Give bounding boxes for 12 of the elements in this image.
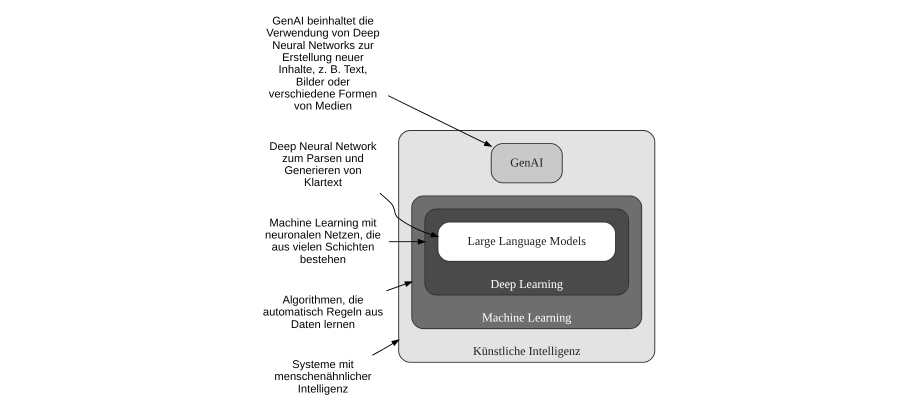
arrow — [388, 238, 426, 245]
arrow — [379, 192, 440, 238]
node-text: Systeme mit menschenähnlicher Intelligenz — [274, 358, 372, 396]
node-text: Deep Neural Network zum Parsen und Generieren von Klartext — [269, 140, 377, 190]
node-text: GenAI beinhaltet die Verwendung von Deep Neural Networks zur Erstellung neuer Inhalte, z. B. Text, Bilder oder verschiedene Formen von Medien — [266, 16, 380, 113]
node-text: Machine Learning mit neuronalen Netzen, die aus vielen Schichten bestehen — [265, 217, 381, 266]
node-box: GenAI — [490, 143, 563, 184]
node-text: Algorithmen, die automatisch Regeln aus Daten lernen — [262, 294, 384, 331]
arrow — [372, 339, 400, 356]
arrow — [386, 281, 414, 292]
node-box: Large Language Models — [437, 222, 616, 262]
arrow — [388, 95, 492, 147]
